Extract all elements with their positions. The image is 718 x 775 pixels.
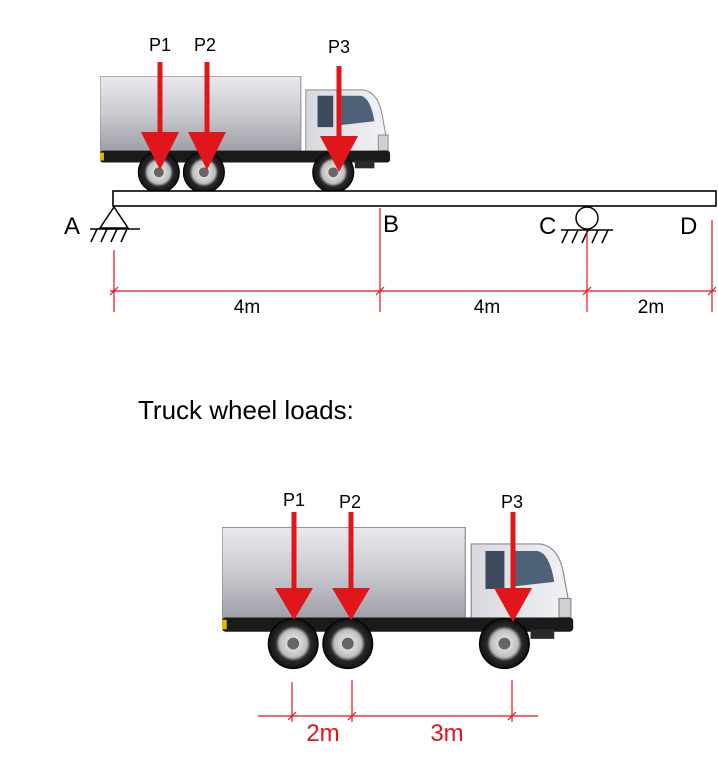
point-label-a: A [64, 213, 80, 240]
bottom-label-p1: P1 [283, 490, 305, 510]
beam [112, 190, 717, 207]
spacing-label-p1-p2: 2m [306, 720, 339, 747]
span-label-cd: 2m [638, 297, 664, 318]
top-truck [100, 76, 391, 194]
pin-support-a [90, 205, 140, 243]
bottom-label-p3: P3 [501, 492, 523, 512]
bottom-label-p2: P2 [339, 492, 361, 512]
top-load-arrows [141, 62, 358, 172]
bottom-arrow-p2 [332, 512, 370, 620]
bottom-load-arrows [275, 512, 532, 622]
top-label-p3: P3 [328, 37, 350, 57]
spacing-label-p2-p3: 3m [430, 720, 463, 747]
span-label-bc: 4m [474, 297, 500, 318]
bottom-arrow-p3 [494, 512, 532, 622]
wheel-loads-title: Truck wheel loads: [138, 395, 354, 425]
bottom-arrow-p1 [275, 512, 313, 620]
top-label-p2: P2 [194, 35, 216, 55]
bottom-dimension-lines [258, 680, 538, 722]
point-label-c: C [539, 213, 556, 240]
top-arrow-p1 [141, 62, 179, 170]
top-arrow-p2 [188, 62, 226, 170]
span-label-ab: 4m [234, 297, 260, 318]
top-dimension-lines [109, 208, 717, 312]
top-arrow-p3 [320, 66, 358, 172]
point-label-d: D [680, 213, 697, 240]
top-label-p1: P1 [149, 35, 171, 55]
point-label-b: B [383, 211, 399, 238]
